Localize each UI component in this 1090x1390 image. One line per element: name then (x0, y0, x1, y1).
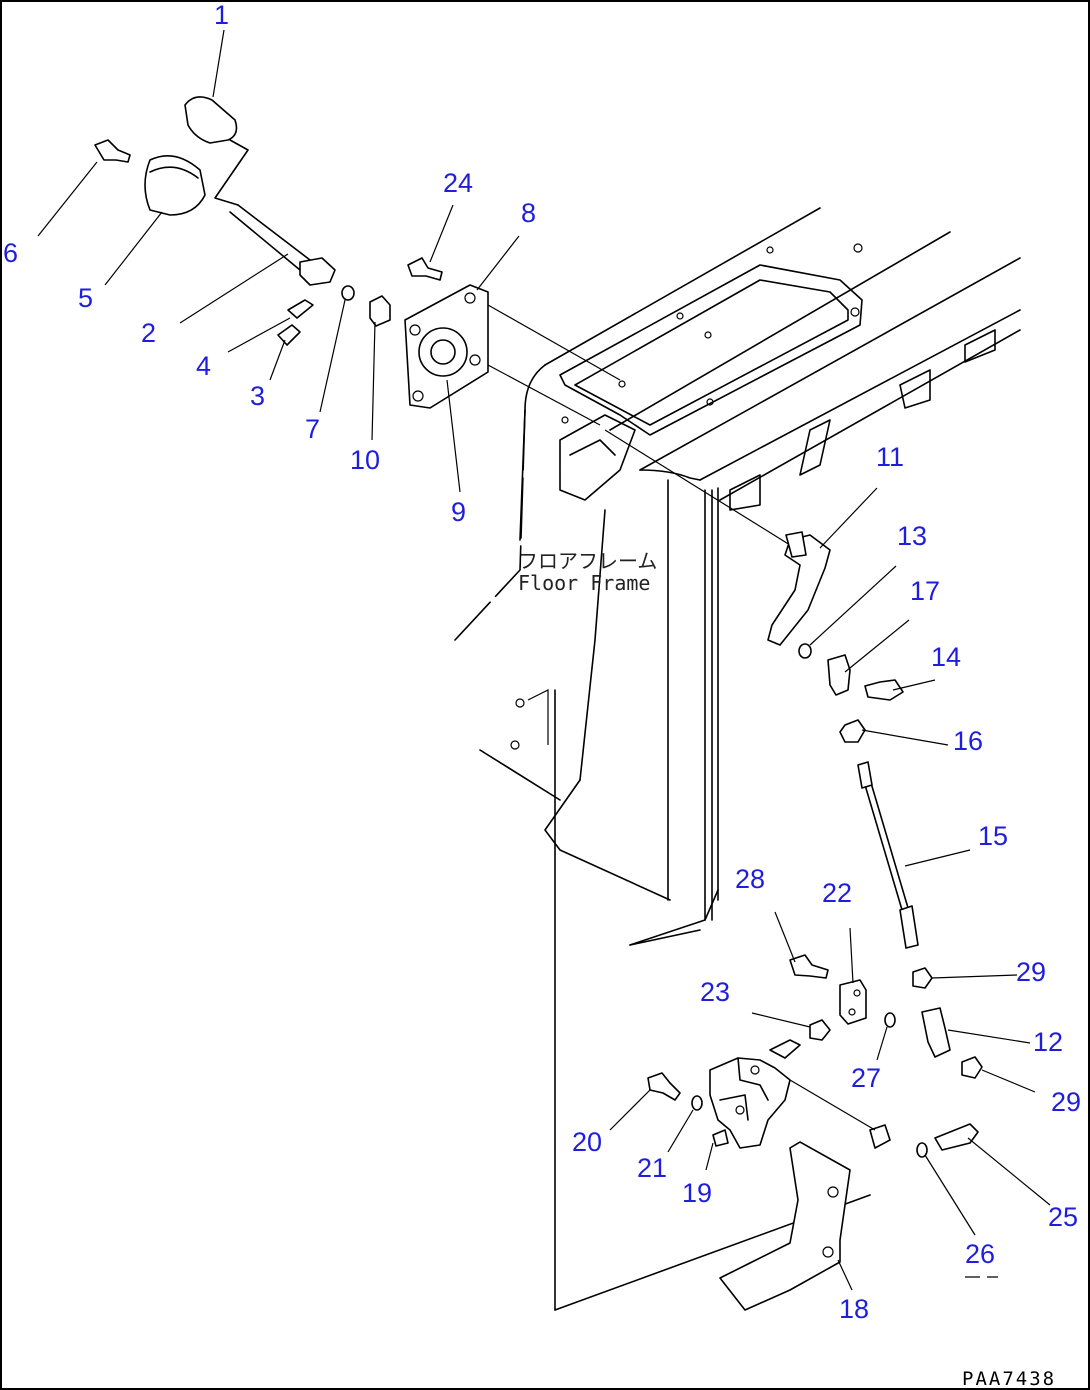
callout-5: 5 (78, 283, 93, 313)
callout-2: 2 (141, 318, 156, 348)
callout-4: 4 (196, 351, 211, 381)
callout-27: 27 (851, 1063, 881, 1093)
callout-14: 14 (931, 642, 961, 672)
leader-lines (37, 29, 1051, 1291)
block-part-22 (839, 979, 867, 1025)
arm-part-11 (767, 534, 831, 646)
drawing-code: PAA7438 (962, 1368, 1056, 1390)
callout-21: 21 (637, 1153, 667, 1183)
callout-20: 20 (572, 1127, 602, 1157)
linkage-assembly (604, 429, 919, 949)
boot-part-5 (144, 154, 206, 216)
callout-29-lower: 29 (1051, 1087, 1081, 1117)
valve-assembly (647, 954, 998, 1311)
callout-3: 3 (250, 381, 265, 411)
lever-assembly (94, 96, 621, 426)
callout-17: 17 (910, 576, 940, 606)
callout-8: 8 (521, 198, 536, 228)
callout-16: 16 (953, 726, 983, 756)
callout-23: 23 (700, 977, 730, 1007)
knob-part-1 (184, 96, 238, 144)
callout-15: 15 (978, 821, 1008, 851)
callout-26: 26 (965, 1239, 995, 1269)
callout-19: 19 (682, 1178, 712, 1208)
callout-18: 18 (839, 1294, 869, 1324)
callout-24: 24 (443, 168, 473, 198)
callout-10: 10 (350, 445, 380, 475)
callout-6: 6 (3, 238, 18, 268)
callout-11: 11 (876, 442, 904, 472)
callout-25: 25 (1048, 1202, 1078, 1232)
floor-frame-structure (454, 207, 1021, 1311)
callout-13: 13 (897, 521, 927, 551)
frame-label-jp: フロアフレーム (518, 549, 657, 573)
callout-22: 22 (822, 878, 852, 908)
callout-29-upper: 29 (1016, 957, 1046, 987)
valve-body (709, 1057, 791, 1149)
callout-12: 12 (1033, 1027, 1063, 1057)
callout-labels: 1 2 3 4 5 6 7 8 9 10 11 12 13 14 15 16 1… (3, 0, 1081, 1324)
callout-1: 1 (214, 0, 229, 30)
callout-28: 28 (735, 864, 765, 894)
callout-9: 9 (451, 497, 466, 527)
callout-7: 7 (305, 414, 320, 444)
frame-label-en: Floor Frame (518, 571, 650, 595)
bracket-part-18 (719, 1141, 851, 1311)
